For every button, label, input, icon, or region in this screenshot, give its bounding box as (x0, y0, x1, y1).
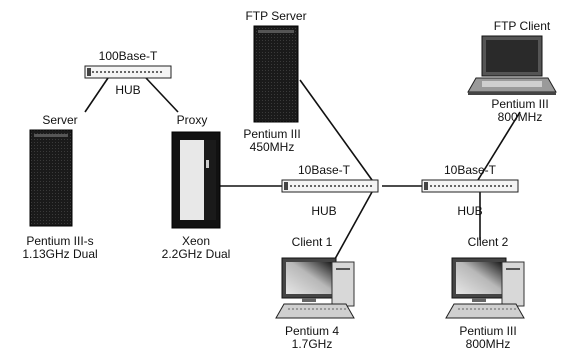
hub2-label: HUB (311, 205, 336, 218)
link-hub1-server (85, 78, 108, 112)
hub1-speed-label: 100Base-T (99, 50, 158, 63)
ftp-client-spec-line2: 800MHz (498, 111, 543, 124)
hub-10base-t-left (282, 180, 378, 192)
client2-spec-line2: 800MHz (466, 338, 511, 351)
hub3-speed-label: 10Base-T (444, 164, 496, 177)
server-name-label: Server (42, 114, 77, 127)
client1-spec-line2: 1.7GHz (292, 338, 333, 351)
proxy-spec-line2: 2.2GHz Dual (162, 248, 231, 261)
client1-workstation-icon (276, 258, 354, 318)
proxy-name-label: Proxy (177, 114, 208, 127)
server-spec-line2: 1.13GHz Dual (22, 248, 97, 261)
ftp-server-name-label: FTP Server (245, 10, 306, 23)
ftp-server-tower-icon (254, 26, 298, 122)
client2-workstation-icon (446, 258, 524, 318)
ftp-client-laptop-icon (468, 36, 556, 95)
proxy-tower-icon (172, 132, 220, 228)
ftp-server-spec-line2: 450MHz (250, 141, 295, 154)
ftp-client-name-label: FTP Client (494, 20, 550, 33)
client2-name-label: Client 2 (468, 236, 509, 249)
hub-100base-t (85, 66, 171, 78)
client1-name-label: Client 1 (292, 236, 333, 249)
link-hub1-proxy (146, 78, 178, 112)
server-tower-icon (30, 130, 72, 226)
hub3-label: HUB (457, 205, 482, 218)
hub2-speed-label: 10Base-T (298, 164, 350, 177)
hub-10base-t-right (422, 180, 518, 192)
hub1-label: HUB (115, 84, 140, 97)
